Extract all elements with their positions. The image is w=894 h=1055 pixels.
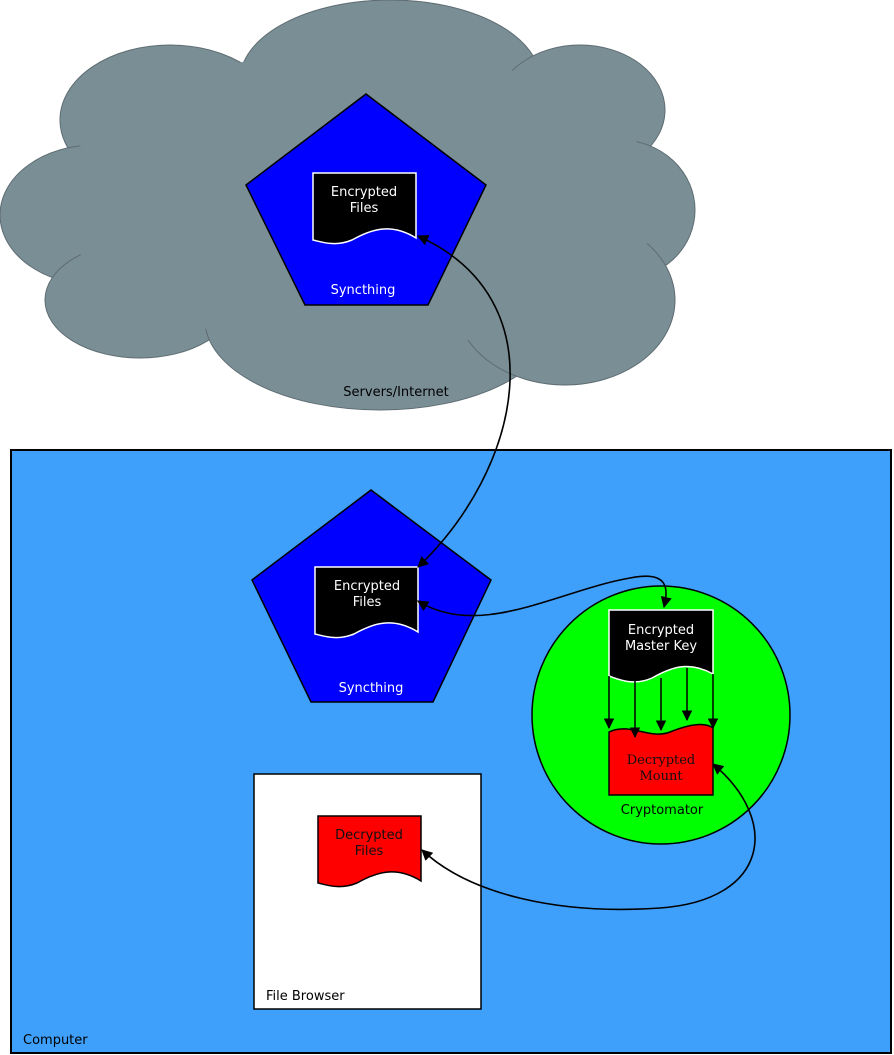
- decrypted-files-icon: [317, 815, 422, 888]
- computer-syncthing-label: Syncthing: [339, 681, 404, 696]
- mount-line2: Mount: [639, 769, 683, 784]
- cryptomator-node: Encrypted Master Key Decrypted Mount Cry…: [531, 585, 791, 845]
- browser-file-line1: Decrypted: [335, 828, 403, 843]
- cloud-to-computer-sync-arrow: [416, 235, 511, 568]
- master-key-line2: Master Key: [625, 639, 697, 654]
- file-browser-label: File Browser: [266, 989, 345, 1004]
- master-key-icon: [608, 609, 714, 683]
- sync-to-cryptomator-arrow: [417, 575, 672, 617]
- cloud-file-line2: Files: [350, 201, 379, 216]
- master-key-line1: Encrypted: [628, 623, 694, 638]
- cloud-file-line1: Encrypted: [331, 185, 397, 200]
- computer-syncthing-node: Encrypted Files Syncthing: [251, 489, 492, 703]
- mount-to-browser-arrow: [421, 763, 756, 911]
- cloud-encrypted-files-icon: [312, 172, 417, 245]
- mount-line1: Decrypted: [627, 753, 696, 768]
- computer-label: Computer: [23, 1033, 88, 1048]
- computer-file-line2: Files: [353, 595, 382, 610]
- cloud-servers: Servers/Internet: [0, 0, 696, 411]
- computer-encrypted-files-icon: [314, 566, 419, 639]
- cloud-syncthing-label: Syncthing: [331, 283, 396, 298]
- computer-file-line1: Encrypted: [334, 579, 400, 594]
- cryptomator-label: Cryptomator: [621, 803, 704, 818]
- file-browser-window: Decrypted Files File Browser: [253, 773, 482, 1010]
- cloud-label: Servers/Internet: [343, 385, 448, 400]
- browser-file-line2: Files: [355, 844, 384, 859]
- connectors: [416, 235, 756, 911]
- decrypt-arrows: [603, 668, 719, 739]
